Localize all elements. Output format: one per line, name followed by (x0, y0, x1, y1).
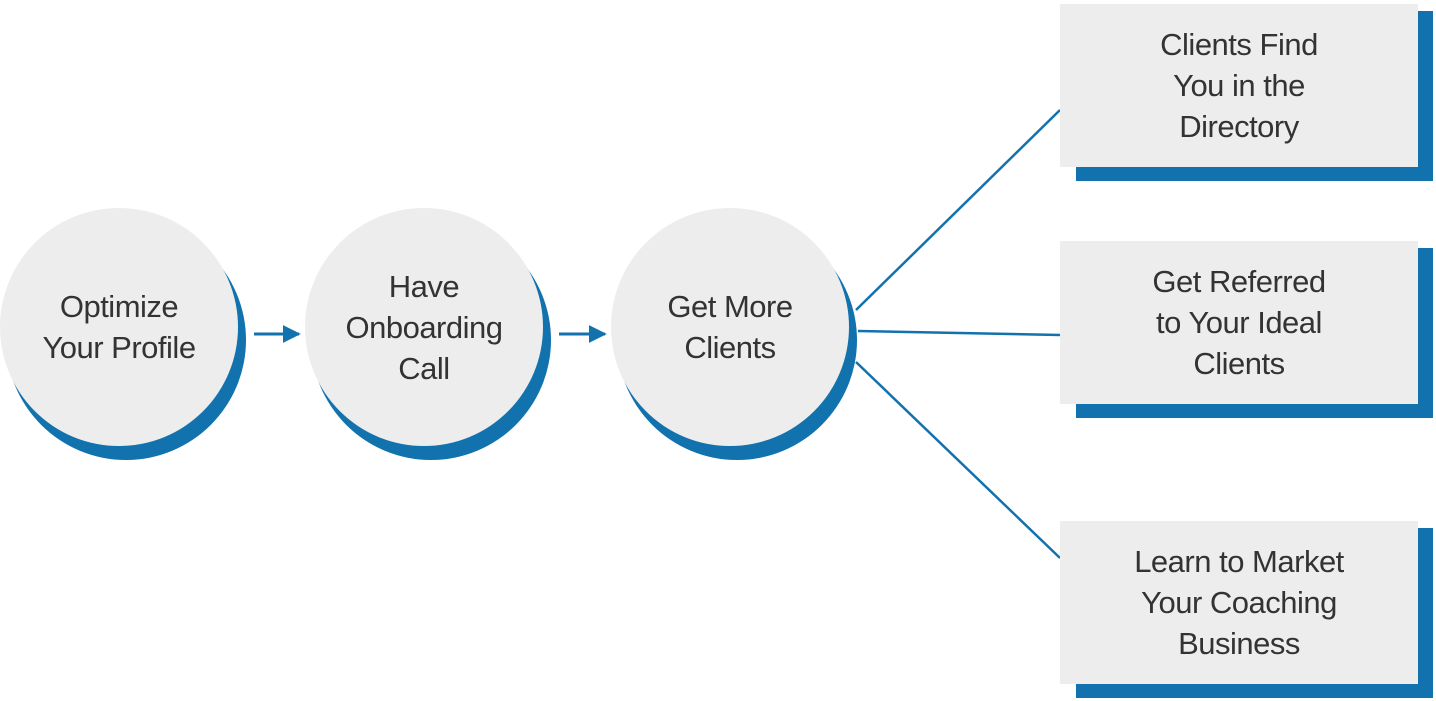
outcome-panel: Get Referred to Your Ideal Clients (1060, 241, 1418, 404)
step-label: Get More Clients (667, 286, 793, 368)
outcome-directory: Clients Find You in the Directory (1060, 4, 1433, 184)
outcome-label-line: Get Referred (1152, 264, 1326, 299)
outcome-label-line: to Your Ideal (1156, 305, 1322, 340)
step-circle: Optimize Your Profile (0, 208, 238, 446)
outcome-label-line: Directory (1179, 109, 1299, 144)
outcome-label: Clients Find You in the Directory (1160, 24, 1318, 147)
outcome-referrals: Get Referred to Your Ideal Clients (1060, 241, 1433, 421)
step-label-line: Clients (684, 330, 776, 365)
outcome-label-line: Your Coaching (1141, 585, 1337, 620)
outcome-marketing: Learn to Market Your Coaching Business (1060, 521, 1433, 701)
branch-line-to-outcome-1 (855, 109, 1061, 311)
branch-line-to-outcome-3 (855, 361, 1061, 559)
step-circle: Have Onboarding Call (305, 208, 543, 446)
step-label-line: Get More (667, 289, 793, 324)
step-label-line: Optimize (59, 289, 179, 324)
step-get-more-clients: Get More Clients (611, 208, 857, 460)
step-circle: Get More Clients (611, 208, 849, 446)
outcome-label-line: Business (1178, 626, 1300, 661)
outcome-panel: Learn to Market Your Coaching Business (1060, 521, 1418, 684)
step-label-line: Your Profile (42, 330, 196, 365)
outcome-label-line: Clients (1193, 346, 1285, 381)
step-label-line: Onboarding (345, 309, 503, 345)
outcome-label: Learn to Market Your Coaching Business (1134, 541, 1344, 664)
branch-line-to-outcome-2 (857, 329, 1061, 337)
step-label-line: Have (388, 268, 460, 304)
step-label: Optimize Your Profile (42, 286, 196, 368)
outcome-label-line: You in the (1173, 68, 1305, 103)
outcome-panel: Clients Find You in the Directory (1060, 4, 1418, 167)
outcome-label: Get Referred to Your Ideal Clients (1152, 261, 1326, 384)
step-onboarding-call: Have Onboarding Call (305, 208, 551, 460)
outcome-label-line: Clients Find (1160, 27, 1318, 62)
outcome-label-line: Learn to Market (1134, 544, 1344, 579)
step-label: Have Onboarding Call (345, 266, 503, 389)
step-label-line: Call (398, 350, 450, 386)
step-optimize-profile: Optimize Your Profile (0, 208, 246, 460)
